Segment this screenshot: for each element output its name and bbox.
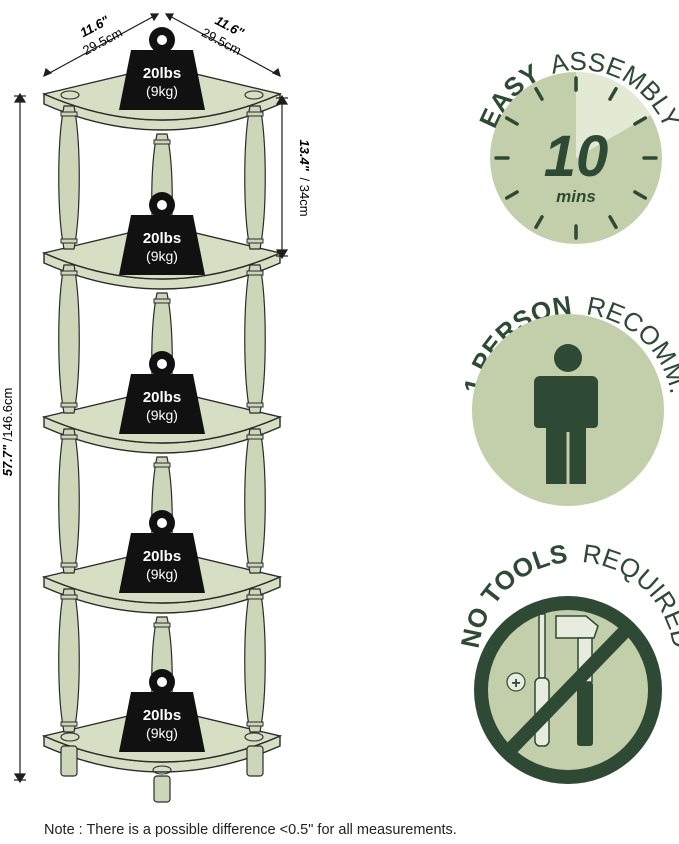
hammer-icon	[555, 615, 599, 746]
weight-kg-label: (9kg)	[146, 407, 178, 423]
assembly-time-unit: mins	[556, 187, 596, 206]
weight-icon: 20lbs(9kg)	[119, 351, 205, 434]
svg-text:57.7" /146.6cm: 57.7" /146.6cm	[0, 388, 15, 477]
prohibited-sign-icon	[474, 596, 662, 784]
weight-icon: 20lbs(9kg)	[119, 669, 205, 752]
front-posts	[58, 105, 266, 777]
weight-kg-label: (9kg)	[146, 83, 178, 99]
dimension-lines	[13, 13, 289, 784]
corner-shelf-illustration: 20lbs(9kg)20lbs(9kg)20lbs(9kg)20lbs(9kg)…	[41, 27, 283, 803]
weight-lbs-label: 20lbs	[143, 230, 181, 247]
height-cm: /146.6cm	[0, 388, 15, 441]
weight-lbs-label: 20lbs	[143, 707, 181, 724]
measurement-note: Note : There is a possible difference <0…	[44, 822, 457, 838]
weight-icon: 20lbs(9kg)	[119, 192, 205, 275]
weight-icon: 20lbs(9kg)	[119, 510, 205, 593]
weight-kg-label: (9kg)	[146, 248, 178, 264]
right-post	[244, 428, 266, 574]
clock-elapsed-wedge	[576, 72, 651, 158]
shelf-gap-cm: / 34cm	[297, 178, 312, 217]
weight-icon: 20lbs(9kg)	[119, 27, 205, 110]
assembly-time-value: 10	[544, 124, 609, 189]
svg-text:13.4" / 34cm: 13.4" / 34cm	[297, 139, 312, 216]
right-post	[244, 105, 266, 250]
weights: 20lbs(9kg)20lbs(9kg)20lbs(9kg)20lbs(9kg)…	[119, 27, 205, 752]
left-post	[58, 428, 80, 574]
weight-lbs-label: 20lbs	[143, 548, 181, 565]
person-icon	[534, 344, 598, 484]
height-inches: 57.7"	[0, 444, 15, 476]
shelf-gap-inches: 13.4"	[297, 139, 312, 171]
weight-lbs-label: 20lbs	[143, 389, 181, 406]
plus-glyph: +	[511, 675, 520, 692]
clock-ticks	[494, 76, 658, 240]
right-post	[244, 264, 266, 414]
weight-lbs-label: 20lbs	[143, 65, 181, 82]
left-post	[58, 588, 80, 733]
one-person-badge: 1 PERSON RECOMM.	[458, 290, 679, 506]
right-foot	[246, 745, 264, 777]
easy-assembly-badge: EASY ASSEMBLY 10 mins	[473, 46, 679, 244]
left-post	[58, 105, 80, 250]
plus-circle-icon	[506, 672, 526, 692]
no-tools-badge: NO TOOLS REQUIRED +	[455, 538, 679, 784]
left-post	[58, 264, 80, 414]
weight-kg-label: (9kg)	[146, 566, 178, 582]
right-post	[244, 588, 266, 733]
left-foot	[60, 745, 78, 777]
back-foot	[153, 775, 171, 803]
weight-kg-label: (9kg)	[146, 725, 178, 741]
